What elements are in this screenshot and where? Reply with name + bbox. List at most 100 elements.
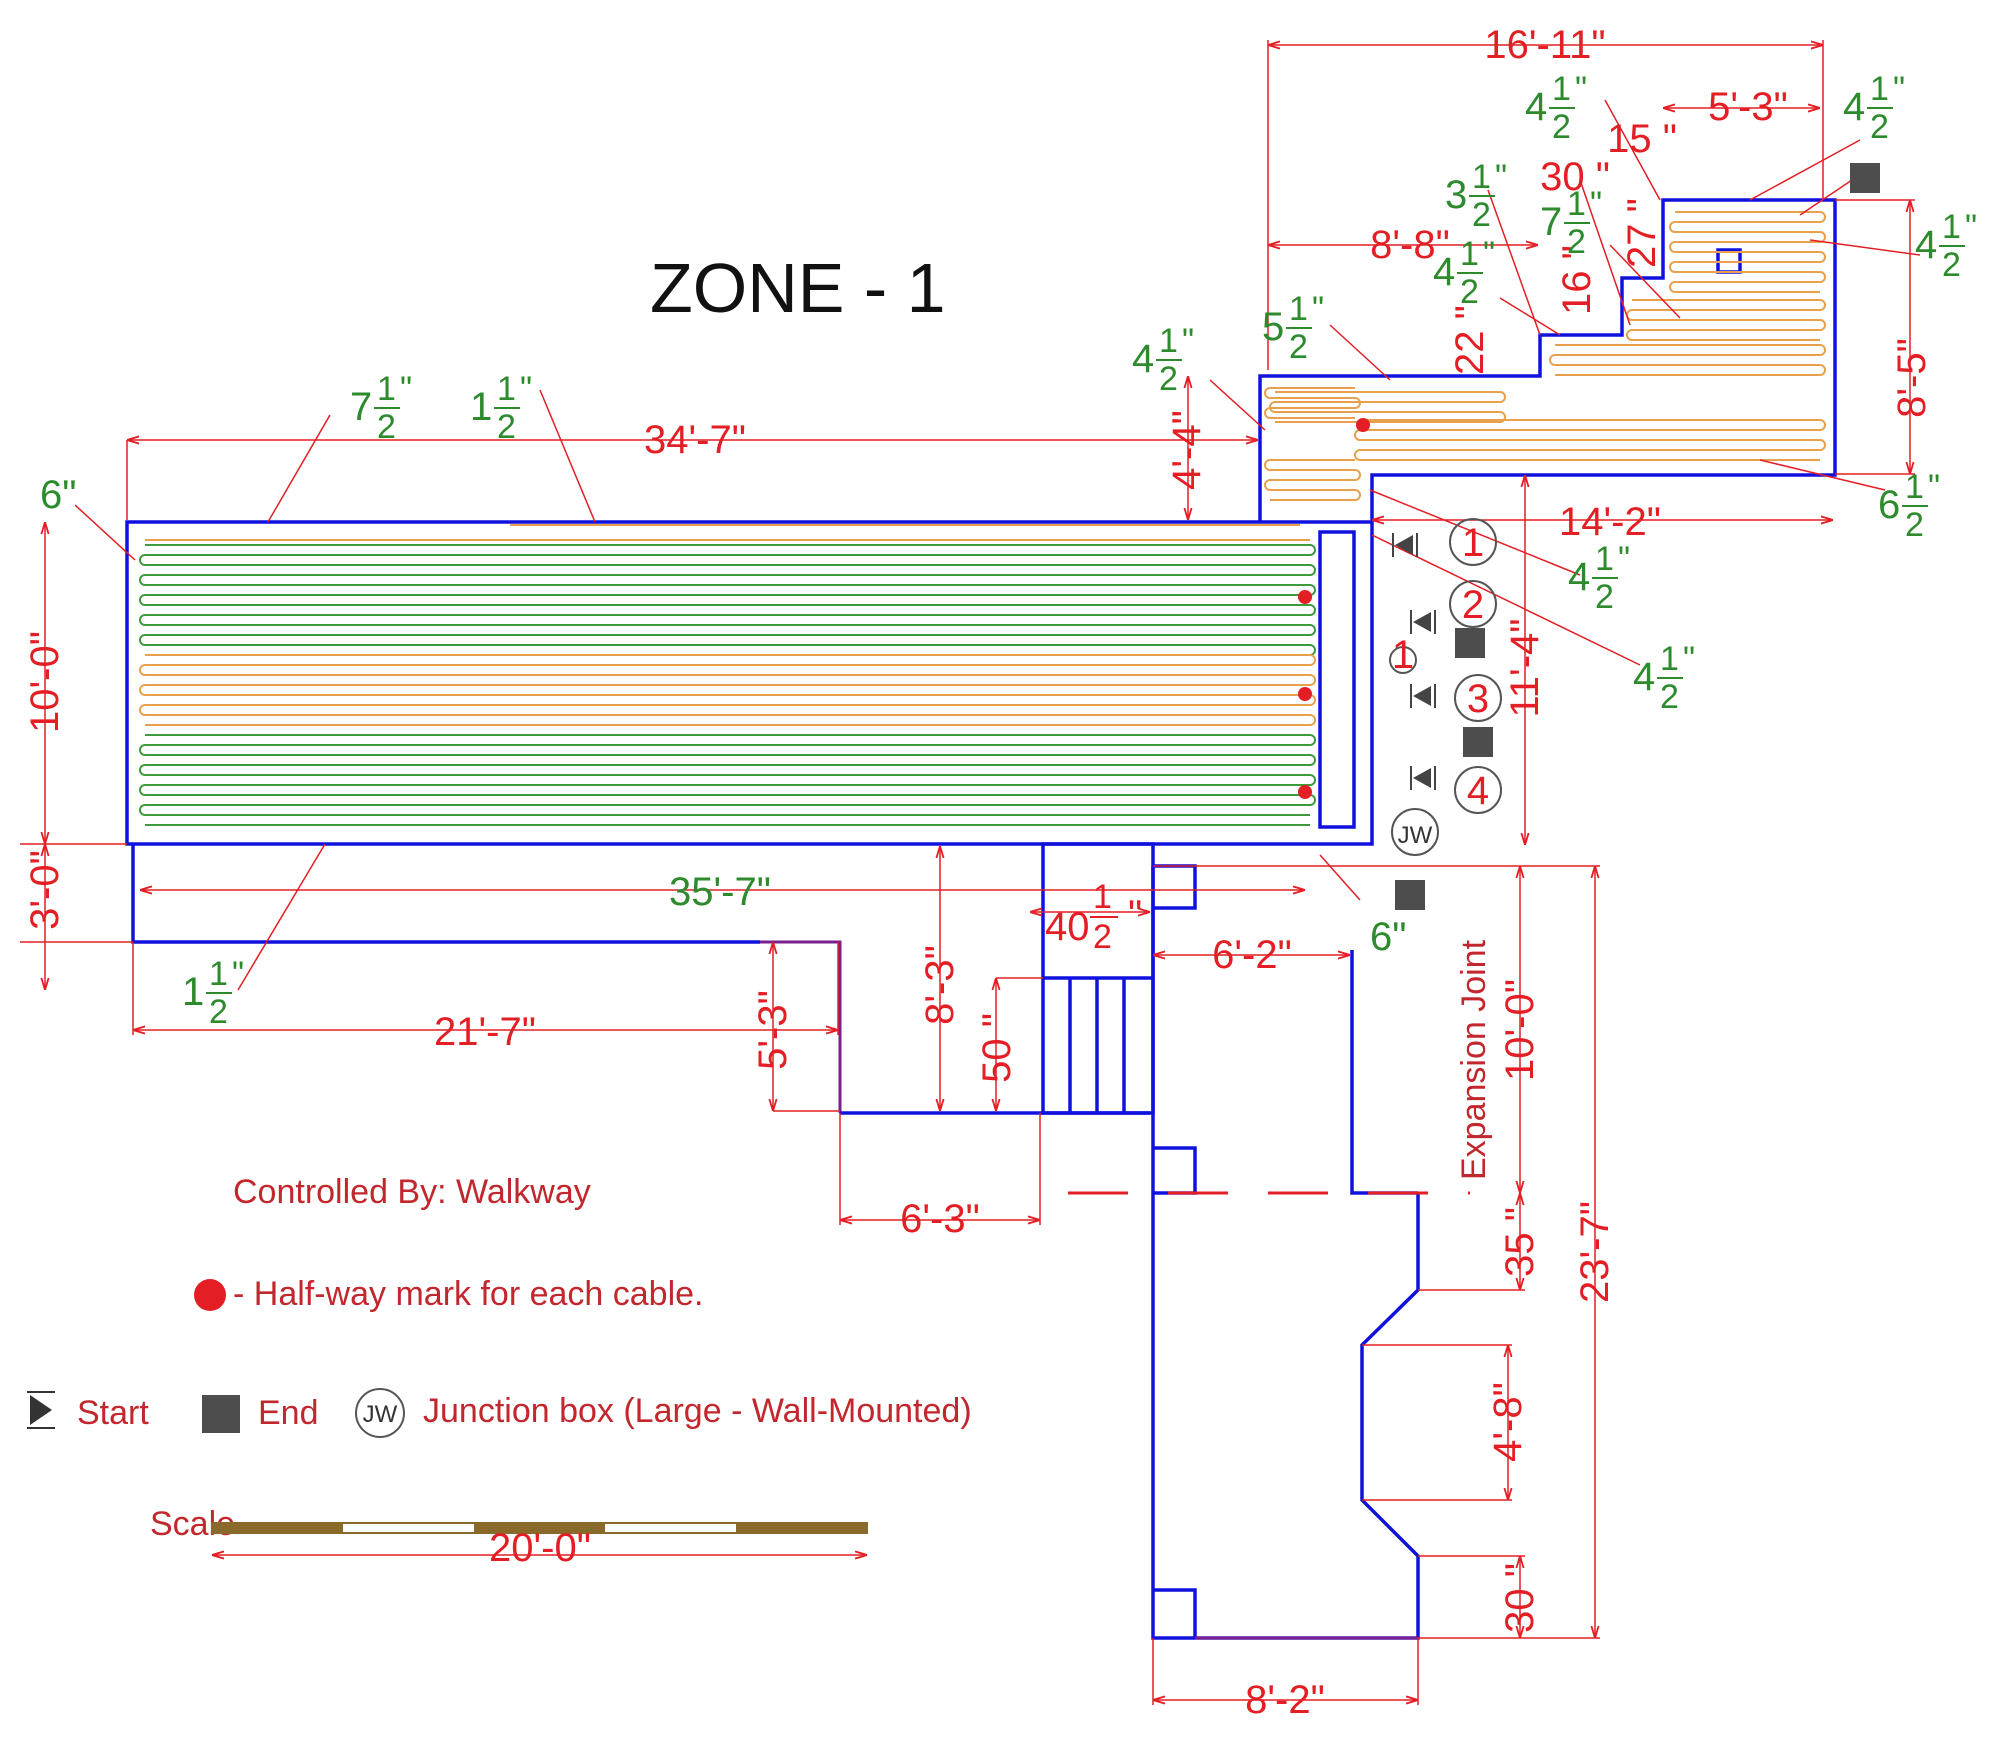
scale-length: 20'-0" (489, 1526, 591, 1570)
cable-turn (1354, 449, 1361, 461)
cable-turn (1309, 674, 1316, 686)
dimension-label: 40 (1045, 905, 1090, 949)
cable-turn (1549, 354, 1556, 366)
spacing-fraction-part: " (1618, 540, 1630, 578)
cable-run (1675, 211, 1820, 293)
cable-spacing-labels: 35'-7" 6" 6" (40, 473, 1406, 959)
cable-number-circle (1449, 518, 1497, 566)
cable-numbers: 1 2 3 4 1 JW (1392, 521, 1489, 849)
dimension-label: 21'-7" (434, 1010, 536, 1054)
spacing-fraction-part: 2 (1552, 108, 1571, 146)
halfway-marks (1298, 418, 1370, 799)
legend-end-label: End (258, 1394, 319, 1432)
spacing-fraction-part: 1 (1472, 158, 1491, 196)
cable-turn (1309, 544, 1316, 556)
spacing-fraction-part: " (1483, 235, 1495, 273)
dimension-label: 8'-8" (1370, 223, 1450, 267)
cable-turn (1309, 754, 1316, 766)
leader (1799, 177, 1856, 216)
controlled-by-label: Controlled By: Walkway (233, 1173, 591, 1211)
end-icon (1850, 163, 1880, 193)
lower-left-strip-wall (131, 844, 760, 944)
dimension-label: 8'-5" (1890, 338, 1934, 418)
dimension-label: " (1128, 893, 1142, 937)
cable-turn (139, 614, 146, 626)
spacing-fraction-part: 2 (497, 408, 516, 446)
spacing-fraction-part: 1 (1905, 468, 1924, 506)
leader (1329, 324, 1391, 381)
spacing-fraction-part: " (1575, 70, 1587, 108)
end-legend-icon (202, 1395, 240, 1433)
cable-turn (1819, 439, 1826, 451)
heating-cable-runs (139, 211, 1826, 826)
cable-turn (139, 594, 146, 606)
spacing-fraction-part: 1 (1660, 640, 1679, 678)
spacing-fraction-part: " (400, 370, 412, 408)
spacing-fraction-part: 4 (1843, 85, 1865, 129)
cable-run (1270, 459, 1355, 501)
spacing-fraction-part: 5 (1262, 305, 1284, 349)
dimension-label: 5'-3" (1708, 85, 1788, 129)
cable-turn (1819, 211, 1826, 223)
cable-run (1555, 344, 1820, 376)
scale-bar: Scale 20'-0" (150, 1505, 868, 1570)
spacing-fraction-part: " (1182, 322, 1194, 360)
leader (1499, 297, 1561, 336)
halfway-mark (1356, 418, 1370, 432)
leader (1487, 189, 1541, 336)
dimension-label: 8'-2" (1245, 1678, 1325, 1722)
cable-number-circle-small (1389, 646, 1417, 674)
cable-turn (139, 764, 146, 776)
spacing-fraction-part: " (232, 955, 244, 993)
cable-turn (139, 574, 146, 586)
leader (74, 504, 136, 561)
spacing-fraction-part: 6 (1878, 483, 1900, 527)
spacing-fraction-part: 2 (1660, 678, 1679, 716)
cable-turn (1354, 469, 1361, 481)
cable-number-small: 1 (1392, 633, 1414, 677)
cable-turn (1819, 251, 1826, 263)
cable-number: 3 (1467, 677, 1489, 721)
spacing-label: 6" (40, 473, 76, 517)
cable-turn (1309, 774, 1316, 786)
dimension-label: 15 " (1607, 117, 1677, 161)
upper-extension-wall (1258, 198, 1837, 522)
dimension-label: 11'-4" (1503, 619, 1547, 718)
halfway-note: - Half-way mark for each cable. (233, 1275, 704, 1313)
spacing-fraction-part: 2 (1460, 273, 1479, 311)
scale-segment (736, 1523, 867, 1533)
leader (1809, 239, 1921, 256)
cable-number: 2 (1462, 583, 1484, 627)
spacing-fraction-part: 7 (1540, 200, 1562, 244)
cable-number-circle (1449, 580, 1497, 628)
leader (1749, 139, 1861, 201)
spacing-fraction-part: 1 (497, 370, 516, 408)
spacing-fraction-part: 2 (209, 993, 228, 1031)
spacing-fraction-part: 1 (182, 970, 204, 1014)
cable-run (145, 734, 1310, 816)
spacing-label: 6" (1370, 915, 1406, 959)
spacing-fraction-part: 4 (1525, 85, 1547, 129)
halfway-mark (1298, 687, 1312, 701)
cable-turn (1819, 419, 1826, 431)
cable-turn (1819, 319, 1826, 331)
cable-turn (1499, 411, 1506, 423)
cable-number: 1 (1462, 521, 1484, 565)
end-icon (1463, 727, 1493, 757)
dimension-label: 35 " (1498, 1207, 1542, 1277)
cable-turn (1264, 479, 1271, 491)
dimension-fraction-part: 2 (1093, 918, 1112, 956)
dimension-label: 6'-2" (1212, 933, 1292, 977)
cable-symbols (1389, 163, 1880, 910)
cable-turn (1669, 261, 1676, 273)
spacing-fraction-part: " (1893, 70, 1905, 108)
spacing-fraction-part: 2 (1472, 196, 1491, 234)
